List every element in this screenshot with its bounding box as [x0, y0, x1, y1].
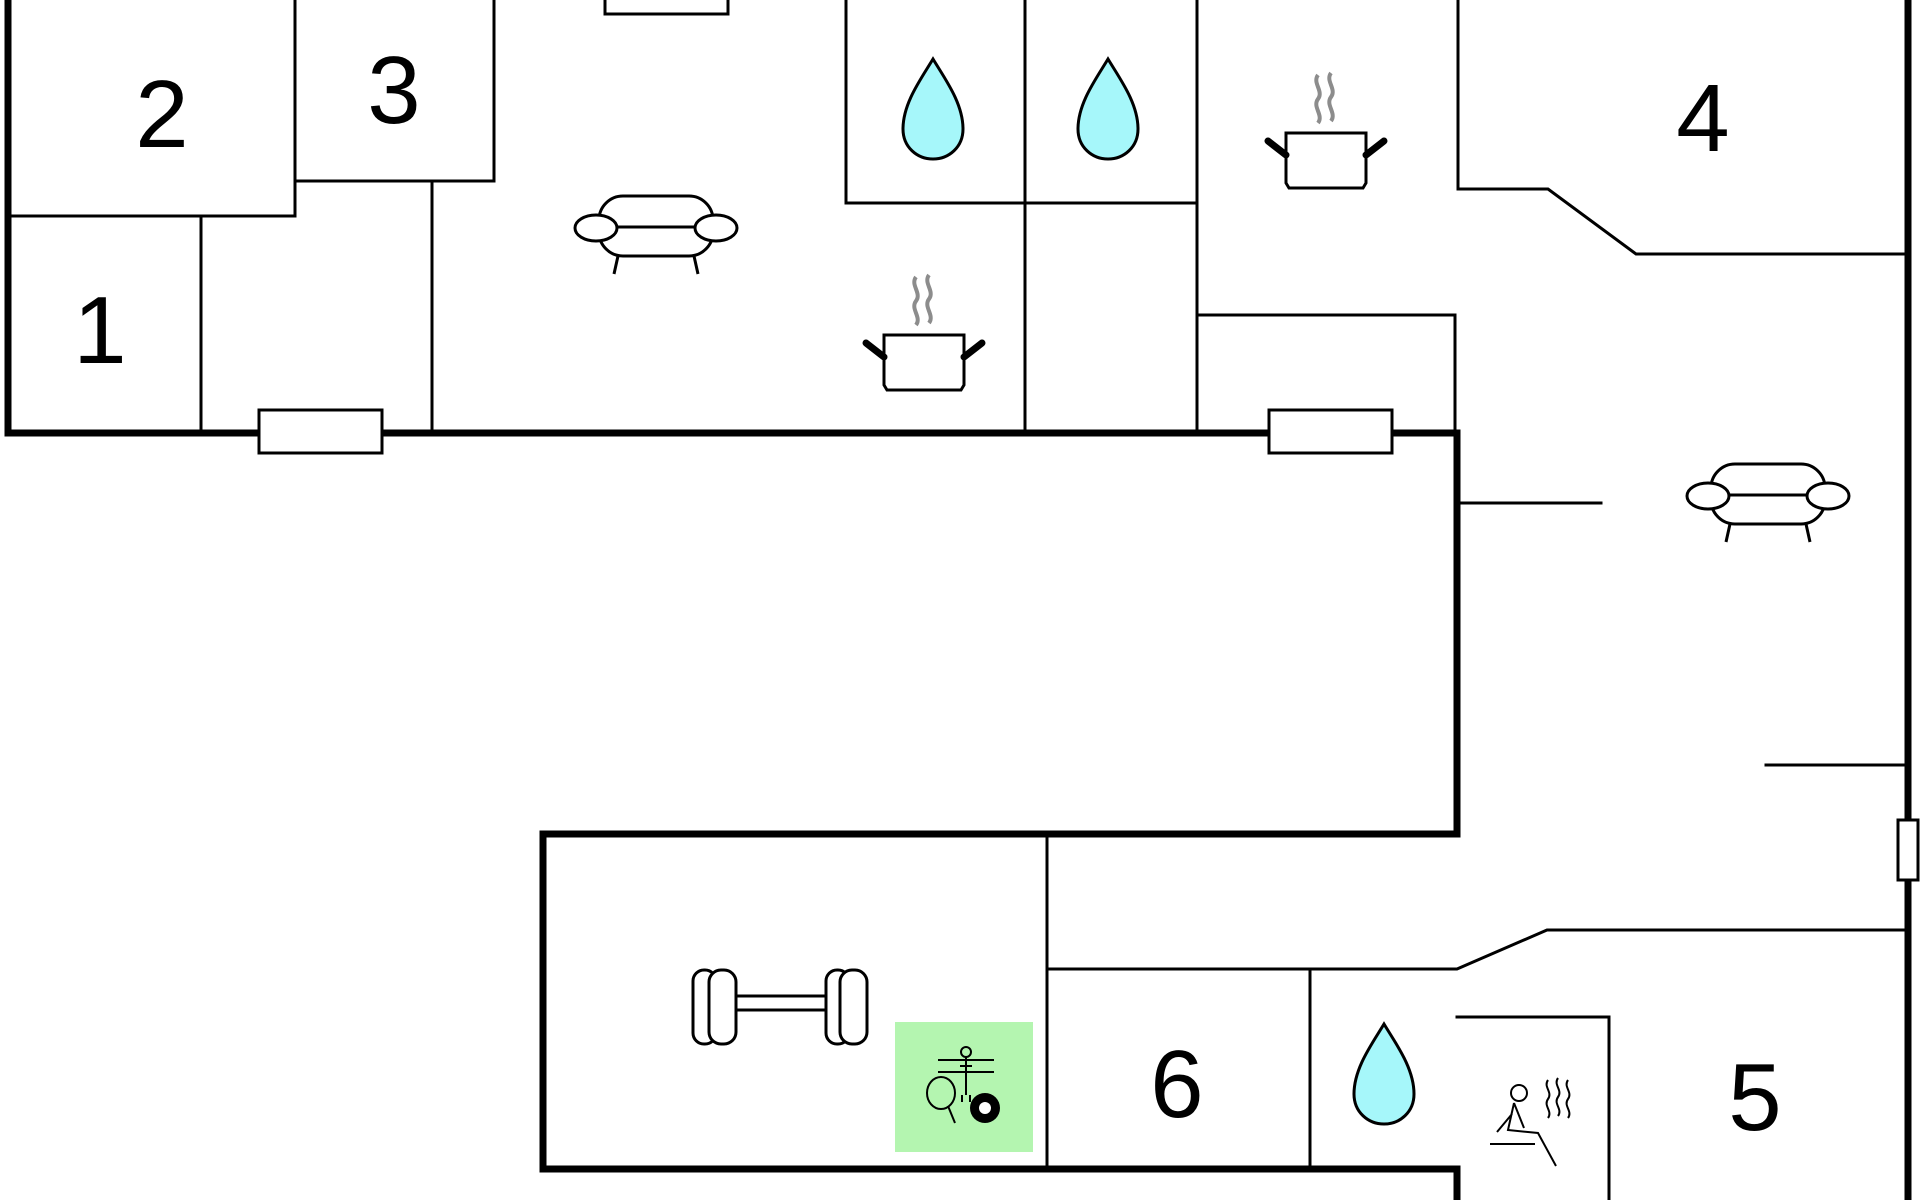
room-number-2: 2	[135, 61, 188, 168]
sofa-icon	[1685, 462, 1851, 544]
room-number-5: 5	[1728, 1044, 1781, 1151]
game-room-icon	[895, 1022, 1033, 1152]
dumbbell-icon	[691, 968, 869, 1046]
water-drop-icon	[901, 57, 965, 161]
walls	[4, 0, 1920, 1200]
water-drop-icon	[1352, 1022, 1416, 1126]
sofa-icon	[573, 194, 739, 276]
sauna-icon	[1490, 1077, 1571, 1167]
cooking-pot-icon	[866, 275, 982, 390]
cooking-pot-icon	[1268, 73, 1384, 188]
room-number-1: 1	[73, 277, 126, 384]
room-number-4: 4	[1676, 65, 1729, 172]
water-drop-icon	[1076, 57, 1140, 161]
room-number-6: 6	[1150, 1031, 1203, 1138]
room-number-3: 3	[367, 37, 420, 144]
